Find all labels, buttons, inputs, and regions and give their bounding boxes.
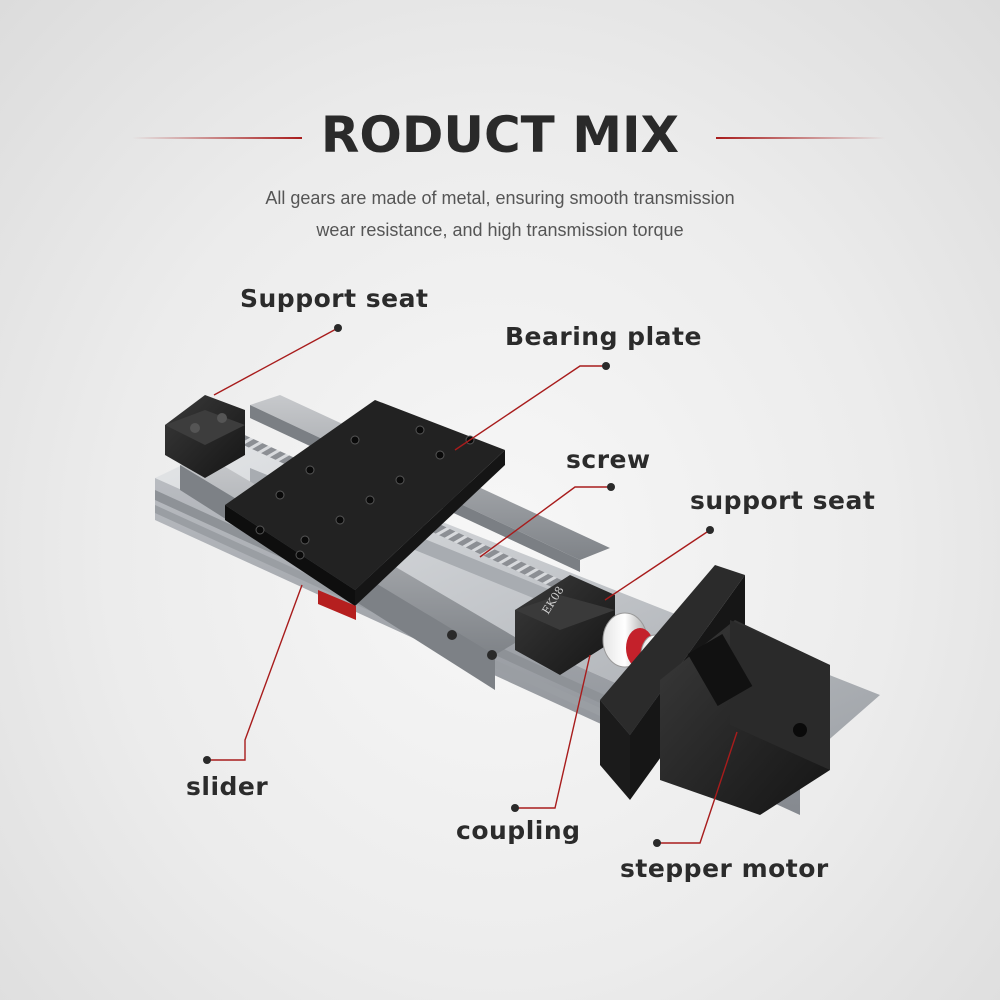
leader-dot-icon bbox=[334, 324, 342, 332]
leader-slider bbox=[207, 584, 303, 761]
label-support-seat-top: Support seat bbox=[240, 284, 429, 313]
leader-dot-icon bbox=[203, 756, 211, 764]
subtitle-line-1: All gears are made of metal, ensuring sm… bbox=[265, 188, 735, 208]
leader-support-seat-right bbox=[604, 529, 711, 601]
title-rule-left bbox=[132, 137, 302, 139]
leader-dot-icon bbox=[607, 483, 615, 491]
label-screw: screw bbox=[566, 445, 651, 474]
leader-dots bbox=[203, 324, 714, 847]
leader-dot-icon bbox=[706, 526, 714, 534]
leader-lines bbox=[207, 327, 738, 844]
title-rule-right bbox=[716, 137, 886, 139]
label-bearing-plate: Bearing plate bbox=[505, 322, 702, 351]
bearing-block-support-seat-right: EK08 bbox=[515, 575, 615, 675]
leader-dot-icon bbox=[602, 362, 610, 370]
label-support-seat-right: support seat bbox=[690, 486, 876, 515]
leader-dot-icon bbox=[653, 839, 661, 847]
leader-coupling bbox=[515, 654, 591, 809]
bearing-plate bbox=[225, 400, 505, 620]
leader-screw bbox=[479, 486, 611, 558]
stepper-motor bbox=[660, 620, 830, 815]
page-title: RODUCT MIX bbox=[320, 106, 680, 164]
leader-bearing-plate bbox=[454, 365, 606, 451]
leader-stepper-motor bbox=[657, 731, 738, 844]
support-seat-top-block bbox=[165, 395, 245, 478]
leader-dot-icon bbox=[511, 804, 519, 812]
label-stepper-motor: stepper motor bbox=[620, 854, 829, 883]
leader-support-seat-top bbox=[213, 327, 339, 396]
subtitle-line-2: wear resistance, and high transmission t… bbox=[316, 220, 684, 240]
label-slider: slider bbox=[186, 772, 269, 801]
label-coupling: coupling bbox=[456, 816, 581, 845]
